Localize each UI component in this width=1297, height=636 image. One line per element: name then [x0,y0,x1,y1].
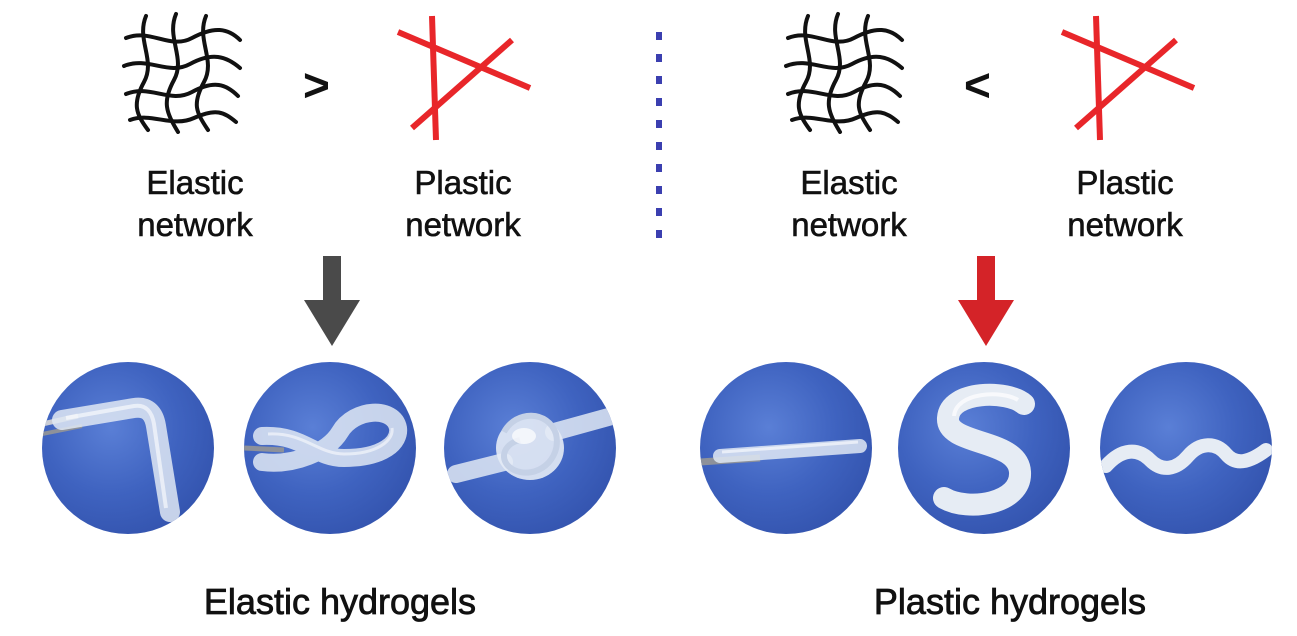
looped-hydrogel-photo [244,362,416,534]
plastic-hydrogels-caption: Plastic hydrogels [873,581,1147,623]
elastic-network-label: Elastic network [791,164,907,244]
plastic-network-icon [1060,15,1196,141]
down-arrow-icon [304,256,360,346]
wavy-hydrogel-photo [1100,362,1272,534]
bent-hydrogel-photo [42,362,214,534]
elastic-hydrogels-caption: Elastic hydrogels [203,581,477,623]
straight-hydrogel-photo [700,362,872,534]
elastic-network-label: Elastic network [137,164,253,244]
less-than-symbol: < [964,59,991,111]
plastic-network-icon [396,15,532,141]
s-shaped-hydrogel-photo [898,362,1070,534]
elastic-network-icon [784,12,904,134]
plastic-network-label: Plastic network [1067,164,1183,244]
elastic-network-icon [122,12,242,134]
down-arrow-icon [958,256,1014,346]
panel-divider [656,32,662,244]
knotted-hydrogel-photo [444,362,616,534]
plastic-network-label: Plastic network [405,164,521,244]
greater-than-symbol: > [303,59,330,111]
